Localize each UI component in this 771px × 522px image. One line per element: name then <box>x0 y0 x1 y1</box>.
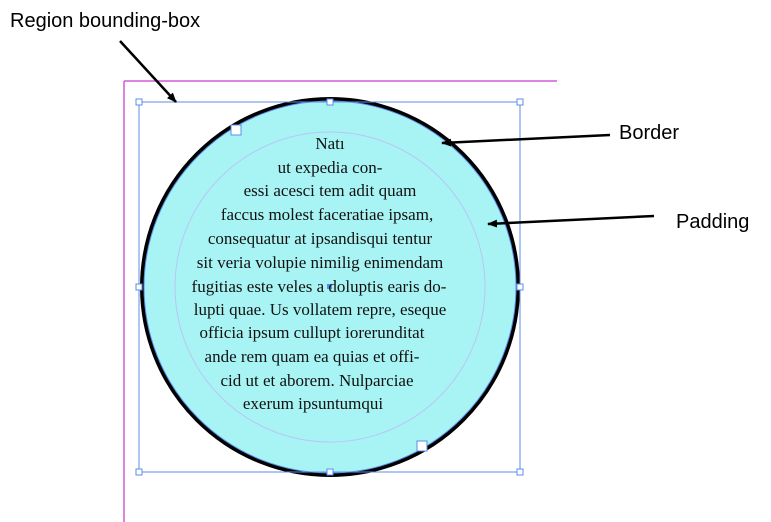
text-line: lupti quae. Us vollatem repre, eseque <box>194 300 447 319</box>
text-line: Natı <box>315 134 345 153</box>
arrow-border <box>441 133 611 147</box>
resize-handle[interactable] <box>326 98 334 106</box>
text-line: essi acesci tem adit quam <box>244 181 417 200</box>
resize-handle[interactable] <box>516 283 524 291</box>
text-line: cid ut et aborem. Nulparciae <box>220 371 413 390</box>
arrow-padding <box>487 214 655 228</box>
text-line: consequatur at ipsandisqui tentur <box>208 229 433 248</box>
text-line: sit veria volupie nimilig enimendam <box>197 253 443 272</box>
resize-handle[interactable] <box>516 468 524 476</box>
arrow-region <box>119 40 177 103</box>
label-padding: Padding <box>676 211 749 233</box>
label-region-bounding-box: Region bounding-box <box>10 10 200 32</box>
resize-handle[interactable] <box>135 98 143 106</box>
resize-handle[interactable] <box>516 98 524 106</box>
text-line: fugitias este veles a doluptis earis do- <box>192 277 447 296</box>
body-text: Natı ut expedia con- essi acesci tem adi… <box>192 134 447 413</box>
resize-handle[interactable] <box>326 468 334 476</box>
center-point <box>327 284 332 289</box>
text-line: officia ipsum cullupt iorerunditat <box>200 323 425 342</box>
text-port-in[interactable] <box>230 124 242 136</box>
label-border: Border <box>619 122 679 144</box>
text-line: ande rem quam ea quias et offi- <box>205 347 420 366</box>
text-line: ut expedia con- <box>278 158 383 177</box>
resize-handle[interactable] <box>135 283 143 291</box>
text-line: faccus molest faceratiae ipsam, <box>221 205 433 224</box>
padding-guide <box>174 131 486 443</box>
resize-handle[interactable] <box>135 468 143 476</box>
text-port-out[interactable] <box>416 440 428 452</box>
text-line: exerum ipsuntumqui <box>243 394 384 413</box>
